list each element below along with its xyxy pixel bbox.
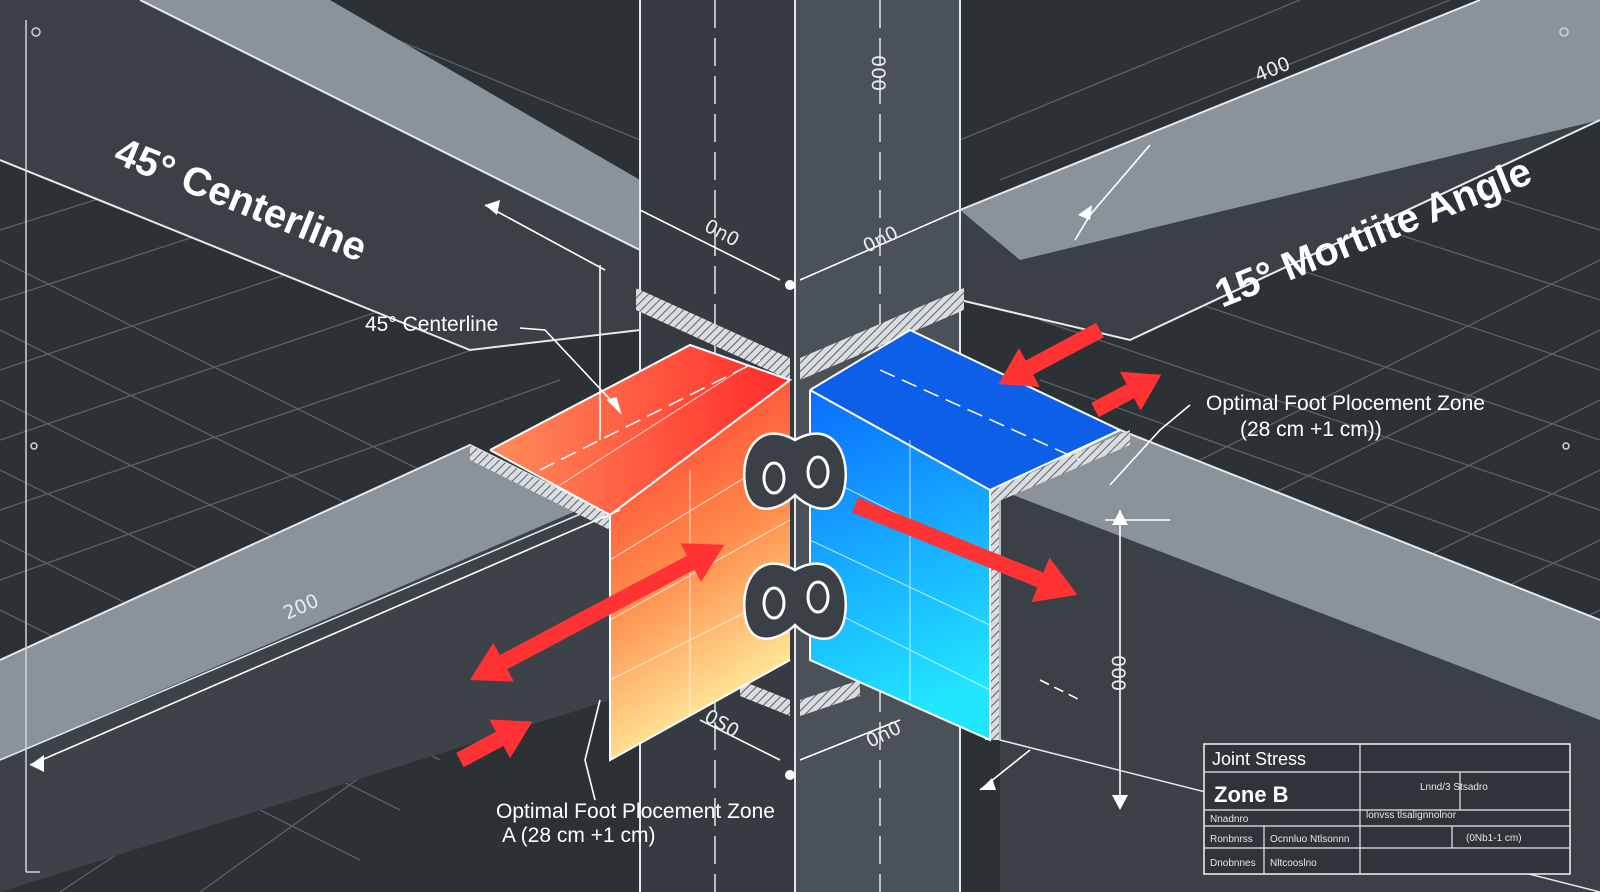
arrow-right-out [852, 497, 1078, 603]
title-block-row4-left-b: Ocnnluo Ntlsonnn [1270, 834, 1350, 845]
title-block-row5-left-b: Nltcooslno [1270, 858, 1317, 869]
footprint-lower [743, 562, 847, 640]
arrow-left-double [470, 543, 725, 682]
arrow-upper-right-out [1091, 371, 1162, 418]
title-block-zone: Zone B [1214, 782, 1289, 807]
title-block-header: Joint Stress [1212, 749, 1306, 769]
title-block-row5-left-a: Dnobnnes [1210, 858, 1256, 869]
label-foot-zone-right-2: (28 cm +1 cm)) [1240, 418, 1382, 441]
leader-lines [29, 144, 1191, 801]
arrow-lower-left-small [456, 719, 533, 768]
title-block-row1-right: Lnnd/3 Stsadro [1420, 782, 1488, 793]
lower-left-beam [0, 443, 611, 892]
title-block-row3-left: Nnadnro [1210, 814, 1249, 825]
dim-post-top: 000 [867, 55, 889, 91]
corner-markers [25, 20, 1570, 873]
arrow-upper-right-in [998, 322, 1104, 387]
label-foot-zone-right-1: Optimal Foot Plocement Zone [1206, 392, 1485, 415]
label-foot-zone-left-2: A (28 cm +1 cm) [502, 824, 655, 847]
upper-left-beam [0, 0, 641, 352]
label-centerline-small: 45° Centerline [365, 313, 498, 336]
upper-right-beam [959, 0, 1600, 342]
force-arrows [456, 322, 1162, 768]
title-block-row2-right: lonvss tlsalignnolnor [1366, 810, 1457, 821]
cool-block [809, 328, 1123, 742]
footprint-upper [743, 432, 847, 510]
label-foot-zone-left-1: Optimal Foot Plocement Zone [496, 800, 775, 823]
title-block: Joint Stress Zone B Lnnd/3 Stsadro lonvs… [1203, 743, 1571, 875]
title-block-row4-left-a: Ronbnrss [1210, 834, 1253, 845]
hatched-collars [470, 288, 1130, 740]
dimension-ticks [30, 200, 1128, 810]
title-block-row4-right: (0Nb1-1 cm) [1466, 833, 1522, 844]
dim-right-vertical: 000 [1107, 655, 1129, 691]
